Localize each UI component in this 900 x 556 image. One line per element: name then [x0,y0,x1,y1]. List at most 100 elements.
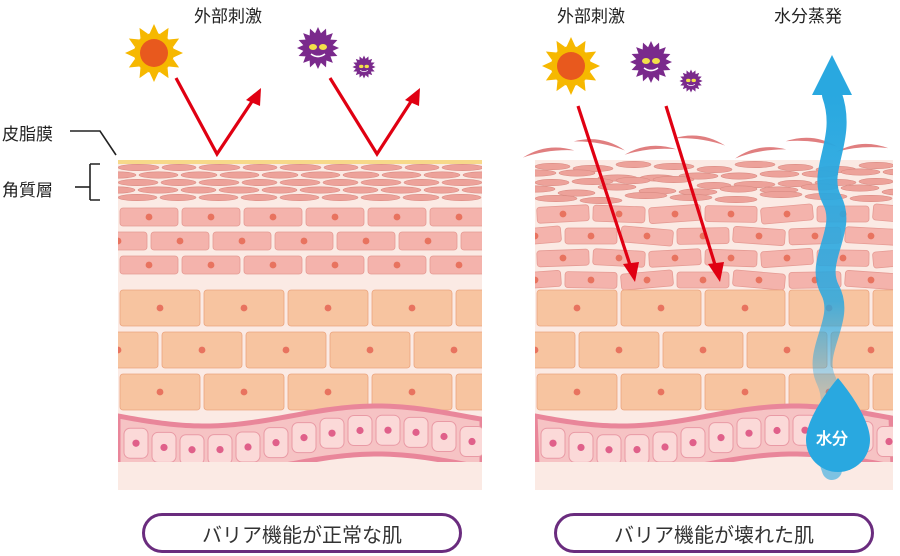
corneum-cell [218,186,260,194]
corneum-cell [360,194,401,202]
skin-cell [245,331,327,369]
stratum-corneum-layer [118,164,482,202]
corneum-cell [714,196,758,204]
left-skin-cross-section [118,160,482,490]
corneum-cell [403,179,440,187]
skin-cell [536,373,618,411]
arrow-head-4 [708,262,724,282]
corneum-cell [160,179,197,187]
corneum-cell [615,161,652,169]
corneum-cell [597,183,637,191]
skin-cell [150,231,210,251]
skin-cell [564,271,618,289]
skin-cell [203,289,285,327]
corneum-cell [118,179,159,186]
corneum-cell [535,195,578,202]
sebum-label: 皮脂膜 [2,125,53,145]
corneum-cell [624,192,668,200]
sebum-leader-line [70,130,117,156]
corneum-cell [882,168,893,176]
skin-cell [429,207,482,227]
skin-cell [592,248,646,268]
skin-cell [760,203,814,225]
skin-cell [760,248,814,268]
corneum-cell [669,194,713,202]
flake [522,147,575,158]
skin-cell [704,248,758,268]
corneum-cell [571,178,614,186]
corneum-bracket [89,163,100,201]
corneum-cell [719,185,758,193]
corneum-cell [138,171,179,179]
flake [624,145,677,155]
arrow-head-1 [246,88,261,106]
corneum-cell [849,195,893,203]
corneum-cell [261,171,299,179]
corneum-cell [261,186,298,194]
corneum-cell [535,169,557,177]
skin-cell [243,207,303,227]
corneum-cell [423,171,461,179]
corneum-cell [137,186,179,194]
skin-cell [872,373,893,411]
corneum-cell [840,184,880,192]
skin-cell [413,331,482,369]
corneum-cell [279,164,322,172]
damaged-corneum-layer [535,161,893,205]
skin-cell [535,270,562,290]
corneum-cell [759,191,803,199]
left-stimulus-label: 外部刺激 [194,7,262,27]
corneum-cell [535,163,571,170]
corneum-cell [696,166,733,174]
right-stimulus-label: 外部刺激 [557,7,625,27]
deep-cell-layer [118,289,482,411]
corneum-cell [118,164,160,171]
corneum-cell [161,164,197,172]
skin-cell [367,207,427,227]
corneum-cell [360,179,402,187]
skin-cell [203,373,285,411]
corneum-cell [342,171,380,179]
skin-cell [564,227,618,245]
skin-cell [648,204,702,224]
corneum-cell [423,186,460,194]
penetrating-arrows [576,105,718,269]
sun-icon [125,24,183,82]
skin-cell [872,247,893,269]
corneum-cell [323,164,359,172]
skin-cell [844,270,893,290]
sun-icon [542,37,600,95]
evaporation-label: 水分蒸発 [774,7,842,27]
flake [836,143,889,152]
skin-cell [118,331,159,369]
corneum-cell [777,164,814,172]
corneum-cell [558,169,596,177]
corneum-cell [441,164,482,171]
corneum-cell [279,194,320,202]
skin-cell [536,248,590,268]
corneum-cell [615,177,651,185]
corneum-cell [858,178,893,185]
peeling-flakes [522,135,889,159]
skin-cell [329,331,411,369]
corneum-cell [360,164,403,172]
corneum-cell [380,186,422,194]
flake [735,147,787,159]
water-evaporation [806,55,870,480]
germ-icon [679,69,703,93]
flake [785,137,838,147]
skin-cell [161,331,243,369]
skin-cell [119,207,179,227]
basal-layer [118,403,482,490]
corneum-cell [840,168,881,176]
corneum-cell [557,189,596,197]
corneum-cell [579,197,623,205]
water-drop-label: 水分 [816,429,849,448]
corneum-cell [118,171,137,179]
skin-cell [371,289,453,327]
corneum-cell [402,194,440,202]
corneum-cell [720,172,758,180]
skin-cell [578,331,660,369]
corneum-cell [219,171,260,179]
